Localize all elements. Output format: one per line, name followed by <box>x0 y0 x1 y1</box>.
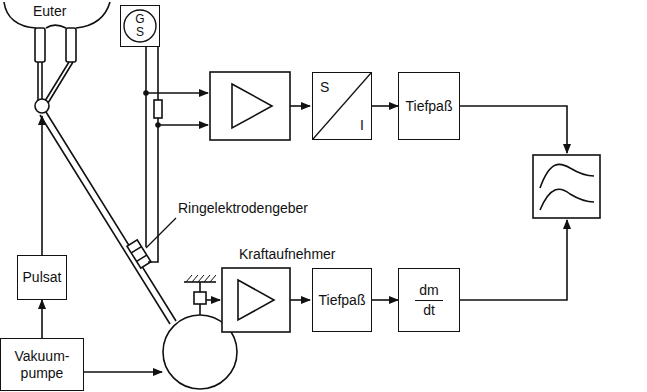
signal-arrow <box>372 105 398 107</box>
milking-claw <box>35 99 49 113</box>
force-sensor <box>194 292 206 304</box>
node-text: Vakuum- pumpe <box>1 348 83 380</box>
part-label: Euter <box>32 3 67 19</box>
recorder-curve <box>540 164 594 188</box>
mount-hatching <box>186 275 216 282</box>
amplifier-box <box>222 268 290 332</box>
short-milk-tube <box>38 62 73 103</box>
signal-wire <box>146 92 208 94</box>
signal-wire <box>158 124 208 126</box>
node-text: Pulsat <box>23 269 62 285</box>
signal-arrow <box>41 300 43 338</box>
part-label: Kraftaufnehmer <box>238 246 337 262</box>
signal-wire <box>206 299 220 301</box>
signal-wire <box>460 106 567 153</box>
recorder-box <box>533 155 600 218</box>
electrode-wire <box>148 47 158 262</box>
udder-outline <box>46 25 66 28</box>
node-text: S <box>136 26 144 39</box>
amplifier-symbol <box>232 84 272 128</box>
ring-electrode <box>127 240 151 268</box>
ring-electrode-rings <box>131 247 146 262</box>
lowpass-box: Tiefpaß <box>312 268 372 332</box>
part-label: Ringelektrodengeber <box>177 200 309 216</box>
vacuum-pump-box: Vakuum- pumpe <box>0 338 84 391</box>
recorder-curve <box>540 189 594 210</box>
vacuum-line <box>76 371 162 373</box>
resistor-symbol <box>154 100 162 118</box>
pulsator-box: Pulsat <box>17 255 67 300</box>
amplifier-box <box>210 72 290 140</box>
node-text: S <box>320 79 329 95</box>
leader-line <box>146 218 176 248</box>
node-text: G <box>135 13 144 26</box>
derivative-box: dmdt <box>398 268 460 332</box>
amplifier-symbol <box>238 280 274 320</box>
pulse-line <box>41 116 43 255</box>
node-text: dm <box>415 282 442 300</box>
node-text: Tiefpaß <box>319 292 366 308</box>
node-text: I <box>360 117 364 133</box>
converter-box: SI <box>312 72 372 140</box>
node-text: Tiefpaß <box>406 98 453 114</box>
signal-wire <box>290 105 310 107</box>
teat-cup <box>66 28 76 62</box>
teat-cup <box>35 28 45 62</box>
signal-wire <box>290 299 310 301</box>
generator-box: GS <box>120 5 160 47</box>
node-text: dt <box>419 301 439 318</box>
signal-wire <box>460 220 567 300</box>
signal-arrow <box>372 299 398 301</box>
electrode-wire <box>145 47 147 247</box>
udder-outline <box>4 2 110 28</box>
lowpass-box: Tiefpaß <box>398 72 460 140</box>
